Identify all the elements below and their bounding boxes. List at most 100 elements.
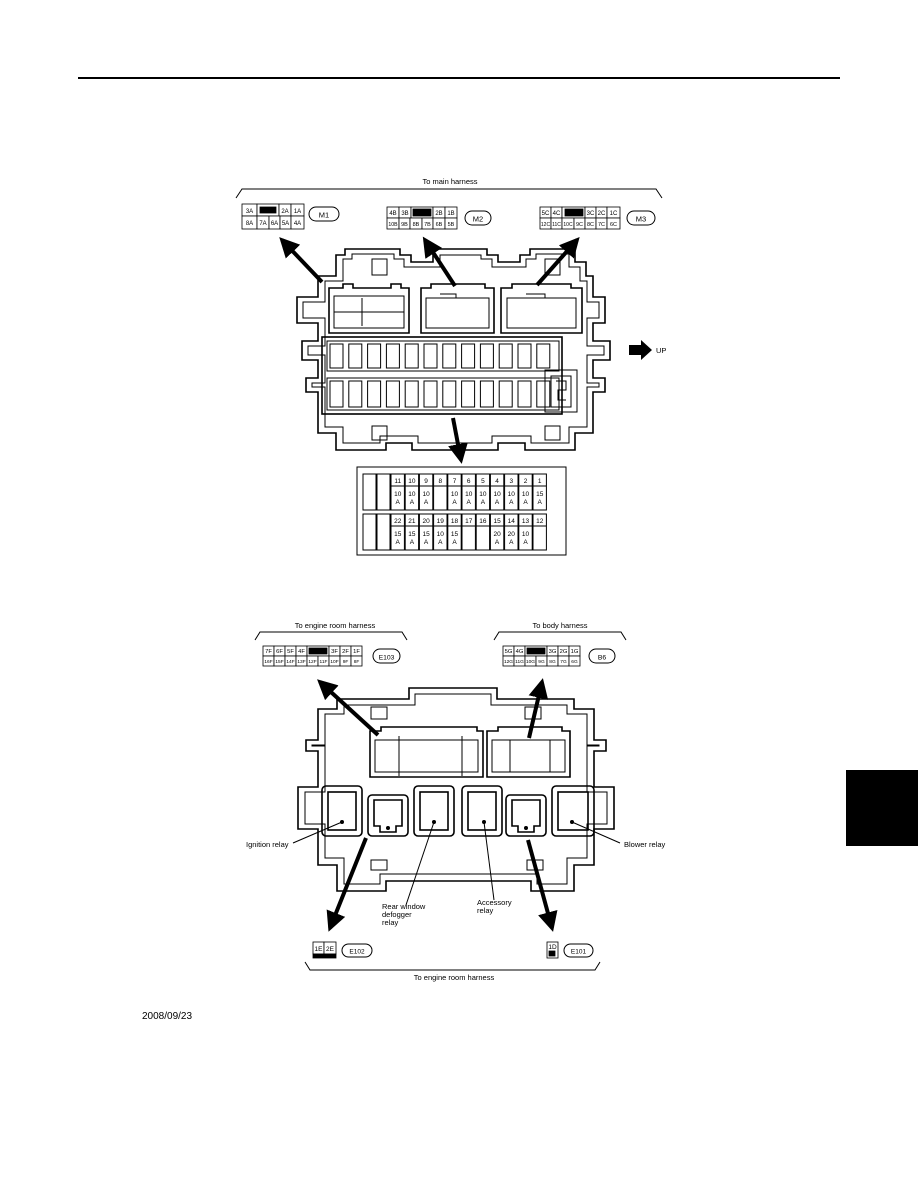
pin-label: 8F <box>354 659 360 665</box>
pin-label: 12C <box>541 222 551 228</box>
pin-label: 2B <box>435 211 442 217</box>
pin-label: 6C <box>610 222 617 228</box>
fuse-unit: A <box>467 499 472 506</box>
fuse-unit: A <box>509 499 514 506</box>
fuse-number: 1 <box>538 478 542 485</box>
connector-id: E102 <box>349 949 365 956</box>
fuse-number: 6 <box>467 478 471 485</box>
fuse-amperage: 20 <box>493 531 501 538</box>
connector-id: B6 <box>598 655 607 662</box>
fuse-cell <box>504 473 519 511</box>
pin-label: 2A <box>281 209 288 215</box>
fuse-cell <box>390 513 405 551</box>
pin-label: 1F <box>353 649 360 655</box>
pin-label: 3C <box>587 211 595 217</box>
fuse-amperage: 10 <box>522 491 530 498</box>
blanked-cavity <box>412 208 432 217</box>
fuse-number: 10 <box>408 478 416 485</box>
connector-e101: 1D E101 <box>546 941 594 959</box>
pin-label: 5A <box>282 221 289 227</box>
pin-label: 7B <box>424 222 431 228</box>
fuse-unit: A <box>538 499 543 506</box>
fuse-amperage: 10 <box>465 491 473 498</box>
connector-id: M3 <box>636 215 646 224</box>
fuse-amperage: 10 <box>422 491 430 498</box>
bottom-harness-bracket <box>304 961 601 971</box>
pin-label: 9B <box>401 222 408 228</box>
rear-window-defogger-relay-label: Rear window <box>382 902 426 911</box>
pin-label: 1B <box>447 211 454 217</box>
fuse-slot <box>479 380 494 408</box>
fuse-unit: A <box>452 499 457 506</box>
pin-label: 8B <box>413 222 420 228</box>
fuse-cell <box>433 473 448 511</box>
fuse-cell <box>404 473 420 511</box>
pin-label: 7G <box>560 659 567 665</box>
pin-label: 11F <box>320 659 328 665</box>
arrow-to-m1 <box>279 237 324 284</box>
pin-label: 16F <box>264 659 272 665</box>
pin-label: 8A <box>246 221 253 227</box>
fuse-number: 22 <box>394 518 402 525</box>
fuse-unit: A <box>396 539 401 546</box>
top-diagram: To main harness 3A 2A 1A 8A 7A 6A 5A 4A … <box>235 177 666 556</box>
fuse-cell <box>447 473 462 511</box>
pin-label: 4A <box>294 221 301 227</box>
pin-label: 3A <box>246 209 253 215</box>
ignition-relay-label: Ignition relay <box>246 840 289 849</box>
fuse-slot <box>329 380 344 408</box>
fuse-amperage: 10 <box>394 491 402 498</box>
fuse-cell <box>433 513 448 551</box>
pin-label: 14F <box>286 659 294 665</box>
fuse-slot <box>479 343 494 369</box>
accessory-relay-label: relay <box>477 906 494 915</box>
fuse-unit: A <box>410 499 415 506</box>
pin-label: 5F <box>287 649 294 655</box>
fuse-cell <box>475 473 491 511</box>
fuse-unit: A <box>523 539 528 546</box>
fuse-number: 21 <box>408 518 416 525</box>
pin-label: 7F <box>265 649 272 655</box>
fuse-slot <box>404 380 419 408</box>
pin-label: 5C <box>542 211 550 217</box>
fuse-slot <box>423 380 438 408</box>
fuse-slot <box>461 380 476 408</box>
fuse-slot <box>461 343 476 369</box>
pin-label: 10F <box>330 659 338 665</box>
arrow-to-b6 <box>527 678 549 739</box>
fuse-unit: A <box>495 499 500 506</box>
pin-label: 3F <box>331 649 338 655</box>
arrow-to-m3 <box>535 237 580 287</box>
fuse-cell <box>475 513 491 551</box>
pin-label: 8C <box>587 222 594 228</box>
pin-label: 1E <box>315 946 324 953</box>
fuse-unit: A <box>481 499 486 506</box>
pin-label: 2G <box>560 649 568 655</box>
pin-label: 12G <box>504 659 513 665</box>
connector-id: E103 <box>379 655 395 662</box>
pin-label: 6A <box>271 221 278 227</box>
fuse-slot <box>517 380 532 408</box>
engine-harness-label-bottom: To engine room harness <box>414 973 495 982</box>
fuse-unit: A <box>396 499 401 506</box>
fuse-slot <box>536 343 551 369</box>
fuse-number: 7 <box>453 478 457 485</box>
arrow-to-fuse-chart <box>448 417 468 464</box>
fuse-amperage: 10 <box>451 491 459 498</box>
pin-label: 15F <box>275 659 283 665</box>
engine-harness-bracket <box>254 631 408 641</box>
fuse-unit: A <box>509 539 514 546</box>
fuse-cell <box>504 513 519 551</box>
pin-label: 5G <box>505 649 513 655</box>
fuse-amperage: 15 <box>422 531 430 538</box>
fuse-number: 3 <box>509 478 513 485</box>
pin-label: 9F <box>343 659 349 665</box>
pin-label: 6F <box>276 649 283 655</box>
connector-m3: 5C 4C 3C 2C 1C 12C 11C 10C 9C 8C 7C 6C M… <box>539 206 656 230</box>
pin-label: 7A <box>259 221 266 227</box>
fuse-slot <box>348 380 363 408</box>
engine-harness-label-top: To engine room harness <box>295 621 376 630</box>
header-rule <box>78 77 840 79</box>
blanked-cavity <box>308 647 328 655</box>
